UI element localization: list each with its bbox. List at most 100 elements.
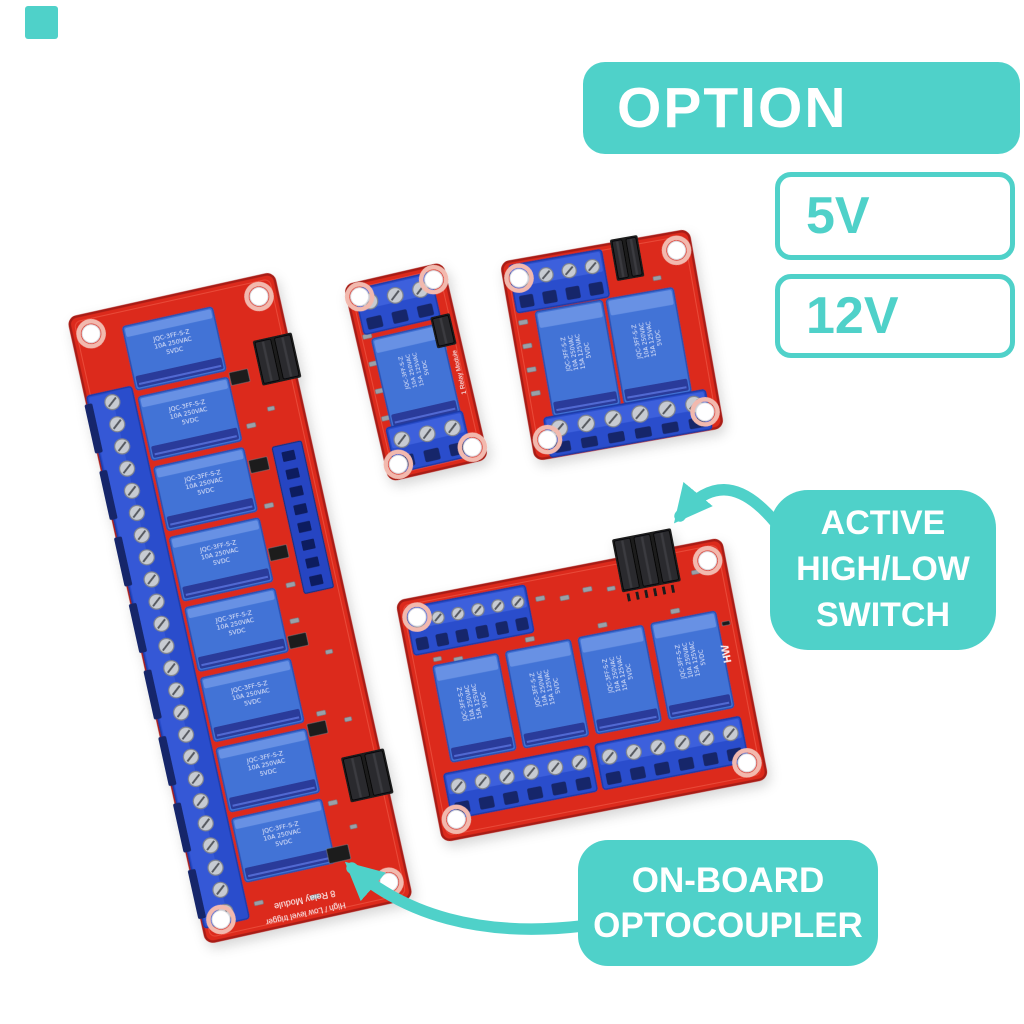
mounting-hole	[76, 318, 106, 349]
svg-text:5VDC: 5VDC	[212, 557, 230, 568]
ic-chip	[287, 632, 309, 650]
mounting-hole	[661, 235, 692, 266]
smd-component	[253, 899, 264, 906]
mounting-hole	[504, 263, 534, 293]
smd-component	[309, 893, 320, 900]
jumper-header	[612, 528, 681, 593]
ic-chip	[306, 720, 329, 738]
jumper-header	[430, 313, 457, 349]
svg-text:5VDC: 5VDC	[197, 486, 215, 497]
mounting-hole	[692, 545, 723, 576]
optocoupler-arrow	[344, 861, 588, 935]
mounting-hole	[206, 904, 236, 935]
svg-text:5VDC: 5VDC	[481, 691, 490, 708]
smd-component	[246, 422, 257, 429]
opto-line1: ON-BOARD	[631, 860, 825, 900]
svg-text:5VDC: 5VDC	[584, 342, 593, 359]
voltage-5v-label: 5V	[806, 187, 870, 245]
smd-component	[289, 617, 300, 625]
mounting-hole	[457, 432, 488, 462]
ic-chip	[267, 544, 290, 562]
jumper-header	[341, 748, 394, 803]
silkscreen-text: HW	[719, 643, 734, 664]
active-line3: SWITCH	[815, 595, 951, 634]
option-label: OPTION	[617, 76, 848, 140]
ic-chip	[721, 620, 731, 627]
voltage-12v-label: 12V	[806, 287, 899, 345]
active-switch-arrow	[673, 481, 781, 528]
smd-component	[327, 799, 338, 807]
brand-corner-square	[25, 6, 58, 39]
svg-text:5VDC: 5VDC	[259, 767, 277, 778]
smd-component	[522, 342, 533, 350]
smd-component	[349, 823, 358, 830]
svg-text:5VDC: 5VDC	[166, 346, 184, 357]
voltage-5v-badge: 5V	[775, 172, 1015, 260]
svg-text:5VDC: 5VDC	[275, 838, 293, 849]
mounting-hole	[344, 282, 375, 312]
voltage-12v-badge: 12V	[775, 274, 1015, 358]
svg-text:5VDC: 5VDC	[699, 649, 708, 666]
jumper-header	[610, 235, 645, 281]
onboard-optocoupler-callout: ON-BOARD OPTOCOUPLER	[578, 840, 878, 966]
terminal-block	[594, 716, 749, 790]
jumper-header	[252, 332, 302, 386]
smd-component	[530, 390, 541, 397]
ic-chip	[248, 456, 270, 474]
svg-text:5VDC: 5VDC	[655, 329, 664, 346]
smd-component	[432, 656, 442, 662]
opto-line2: OPTOCOUPLER	[593, 906, 863, 945]
mounting-hole	[244, 281, 274, 312]
smd-component	[526, 366, 537, 373]
active-line1: ACTIVE	[820, 504, 946, 543]
svg-text:5VDC: 5VDC	[421, 359, 430, 376]
smd-component	[582, 586, 593, 593]
svg-text:5VDC: 5VDC	[626, 663, 635, 680]
smd-component	[325, 648, 334, 655]
smd-component	[264, 502, 274, 509]
active-high-low-switch-callout: ACTIVE HIGH/LOW SWITCH	[770, 490, 996, 650]
smd-component	[597, 621, 608, 629]
smd-component	[518, 319, 529, 326]
option-banner: OPTION	[583, 62, 1020, 154]
smd-component	[670, 607, 681, 615]
smd-component	[606, 585, 616, 592]
smd-component	[285, 581, 296, 589]
female-header	[271, 440, 334, 594]
mounting-hole	[383, 449, 414, 480]
ic-chip	[326, 844, 352, 864]
active-line2: HIGH/LOW	[796, 550, 970, 589]
ic-chip	[228, 368, 251, 386]
smd-component	[535, 595, 546, 602]
terminal-block	[385, 410, 473, 474]
mounting-hole	[690, 397, 720, 427]
smd-component	[559, 594, 570, 602]
svg-text:5VDC: 5VDC	[244, 697, 262, 708]
mounting-hole	[402, 602, 432, 632]
svg-text:5VDC: 5VDC	[228, 627, 246, 638]
svg-text:5VDC: 5VDC	[553, 677, 562, 694]
mounting-hole	[441, 804, 472, 835]
mounting-hole	[532, 424, 563, 455]
smd-component	[344, 716, 353, 723]
